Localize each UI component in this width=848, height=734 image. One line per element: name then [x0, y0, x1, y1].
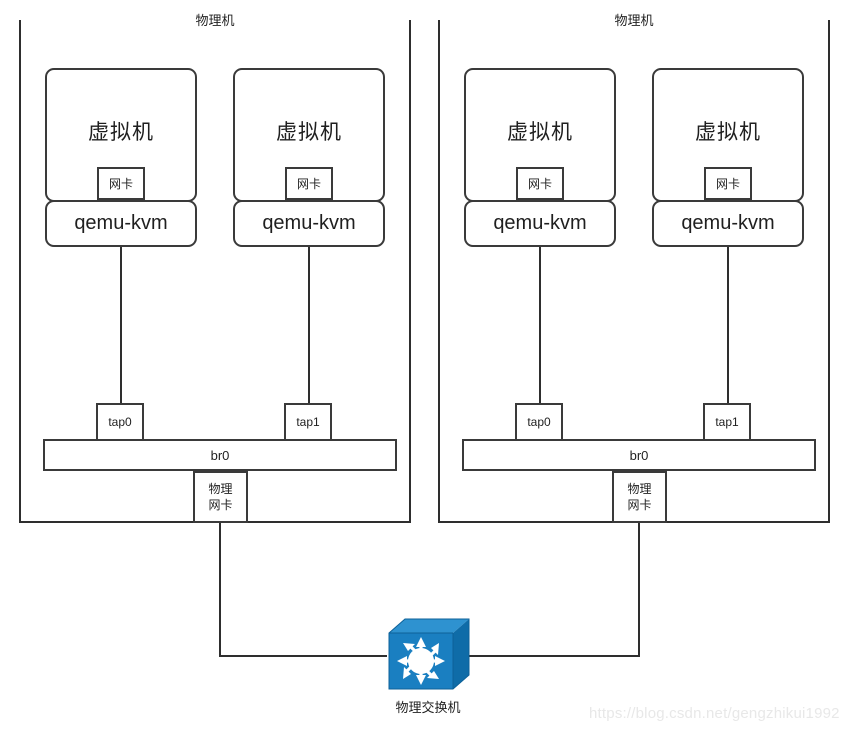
- physical-switch: 物理交换机: [383, 613, 473, 723]
- uplink-wire-left-vertical: [219, 521, 221, 657]
- vm-right-2: 虚拟机: [652, 68, 804, 202]
- wire-qemu-right-1-to-tap0: [539, 247, 541, 403]
- watermark: https://blog.csdn.net/gengzhikui1992: [589, 705, 840, 722]
- physical-nic-left: 物理 网卡: [193, 471, 248, 523]
- qemu-kvm-right-1: qemu-kvm: [464, 200, 616, 247]
- vm-left-2-nic: 网卡: [285, 167, 333, 200]
- physical-nic-right-line2: 网卡: [627, 498, 652, 512]
- wire-qemu-left-2-to-tap1: [308, 247, 310, 403]
- vm-right-1-nic: 网卡: [516, 167, 564, 200]
- physical-nic-right: 物理 网卡: [612, 471, 667, 523]
- qemu-kvm-right-2: qemu-kvm: [652, 200, 804, 247]
- physical-machine-right-title: 物理机: [440, 11, 828, 31]
- bridge-br0-right: br0: [462, 439, 816, 471]
- wire-qemu-left-1-to-tap0: [120, 247, 122, 403]
- tap1-right: tap1: [703, 403, 751, 441]
- vm-left-2-label: 虚拟机: [276, 121, 342, 144]
- physical-nic-left-line2: 网卡: [208, 498, 233, 512]
- physical-machine-left-title: 物理机: [21, 11, 409, 31]
- wire-qemu-right-2-to-tap1: [727, 247, 729, 403]
- qemu-kvm-left-2: qemu-kvm: [233, 200, 385, 247]
- vm-left-1-nic: 网卡: [97, 167, 145, 200]
- vm-left-1-label: 虚拟机: [88, 121, 154, 144]
- physical-nic-left-line1: 物理: [208, 482, 233, 496]
- qemu-kvm-left-1: qemu-kvm: [45, 200, 197, 247]
- tap0-left: tap0: [96, 403, 144, 441]
- network-switch-icon: [388, 618, 470, 690]
- uplink-wire-right-horizontal: [464, 655, 640, 657]
- physical-nic-right-line1: 物理: [627, 482, 652, 496]
- vm-right-2-label: 虚拟机: [695, 121, 761, 144]
- vm-right-2-nic: 网卡: [704, 167, 752, 200]
- uplink-wire-left-horizontal: [219, 655, 387, 657]
- vm-left-2: 虚拟机: [233, 68, 385, 202]
- physical-switch-label: 物理交换机: [395, 700, 461, 715]
- bridge-br0-left: br0: [43, 439, 397, 471]
- vm-right-1-label: 虚拟机: [507, 121, 573, 144]
- tap0-right: tap0: [515, 403, 563, 441]
- tap1-left: tap1: [284, 403, 332, 441]
- uplink-wire-right-vertical: [638, 521, 640, 657]
